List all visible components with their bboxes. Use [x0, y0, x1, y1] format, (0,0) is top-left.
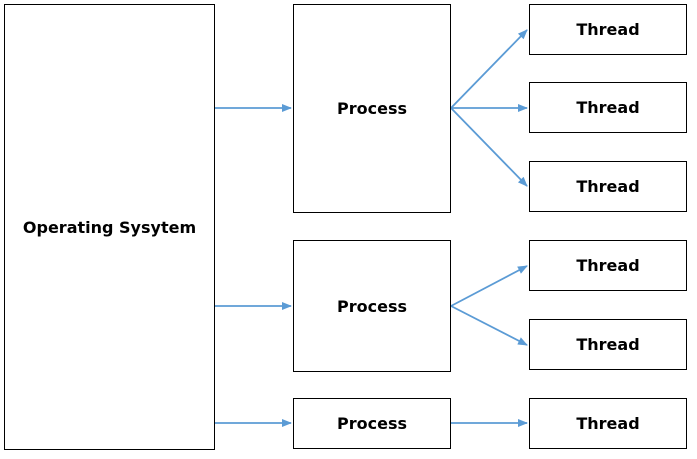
thread-label: Thread [576, 20, 640, 39]
process-label: Process [337, 414, 407, 433]
process-label: Process [337, 296, 407, 316]
thread-label: Thread [576, 177, 640, 196]
process-label: Process [337, 99, 407, 118]
arrow-process-2-to-thread-4 [450, 265, 528, 307]
arrow-process-2-to-thread-5 [450, 305, 528, 346]
process-box-3: Process [293, 398, 451, 449]
thread-label: Thread [576, 256, 640, 275]
arrow-process-1-to-thread-3 [450, 107, 528, 187]
operating-system-box: Operating Sysytem [4, 4, 215, 450]
operating-system-label: Operating Sysytem [22, 217, 197, 237]
thread-box-5: Thread [529, 319, 687, 370]
thread-box-6: Thread [529, 398, 687, 449]
thread-box-1: Thread [529, 4, 687, 55]
thread-box-3: Thread [529, 161, 687, 212]
process-box-1: Process [293, 4, 451, 213]
arrow-process-1-to-thread-1 [450, 29, 528, 109]
thread-box-2: Thread [529, 82, 687, 133]
thread-label: Thread [576, 98, 640, 117]
thread-box-4: Thread [529, 240, 687, 291]
thread-label: Thread [576, 414, 640, 433]
process-box-2: Process [293, 240, 451, 372]
thread-label: Thread [576, 335, 640, 354]
